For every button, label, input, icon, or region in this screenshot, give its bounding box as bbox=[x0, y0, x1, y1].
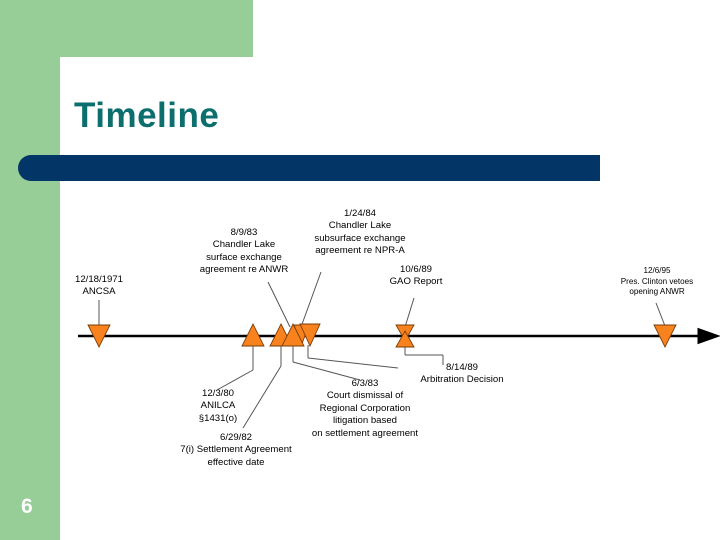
green-sidebar-strip bbox=[0, 57, 60, 540]
event-label-ancsa: 12/18/1971 ANCSA bbox=[74, 274, 123, 298]
event-label-arbitration-decision: 8/14/89 Arbitration Decision bbox=[420, 362, 504, 386]
slide-number: 6 bbox=[21, 495, 33, 518]
event-label-anilca: 12/3/80 ANILCA §1431(o) bbox=[198, 388, 238, 424]
leader-lines-below bbox=[216, 345, 444, 429]
event-label-settlement-agreement: 6/29/82 7(i) Settlement Agreement effect… bbox=[180, 432, 292, 468]
leader-lines-above bbox=[98, 271, 666, 328]
marker-court-dismissal bbox=[281, 322, 305, 347]
title-underline-bar bbox=[18, 155, 600, 181]
marker-arbitration-decision bbox=[395, 330, 415, 348]
event-label-court-dismissal: 6/3/83 Court dismissal of Regional Corpo… bbox=[311, 378, 419, 439]
marker-ancsa bbox=[87, 324, 111, 349]
marker-clinton-veto bbox=[653, 324, 677, 349]
marker-anilca bbox=[241, 322, 265, 347]
white-content-panel bbox=[60, 57, 720, 540]
event-label-gao-report: 10/6/89 GAO Report bbox=[389, 264, 443, 288]
page-title: Timeline bbox=[74, 96, 220, 135]
marker-chandler-subsurface-b bbox=[299, 323, 321, 348]
green-header-block bbox=[0, 0, 253, 57]
event-label-chandler-lake-subsurface: 1/24/84 Chandler Lake subsurface exchang… bbox=[314, 208, 406, 257]
timeline-markers bbox=[87, 322, 677, 349]
event-label-clinton-veto: 12/6/95 Pres. Clinton vetoes opening ANW… bbox=[620, 266, 694, 297]
event-label-chandler-lake-surface: 8/9/83 Chandler Lake surface exchange ag… bbox=[199, 227, 289, 276]
